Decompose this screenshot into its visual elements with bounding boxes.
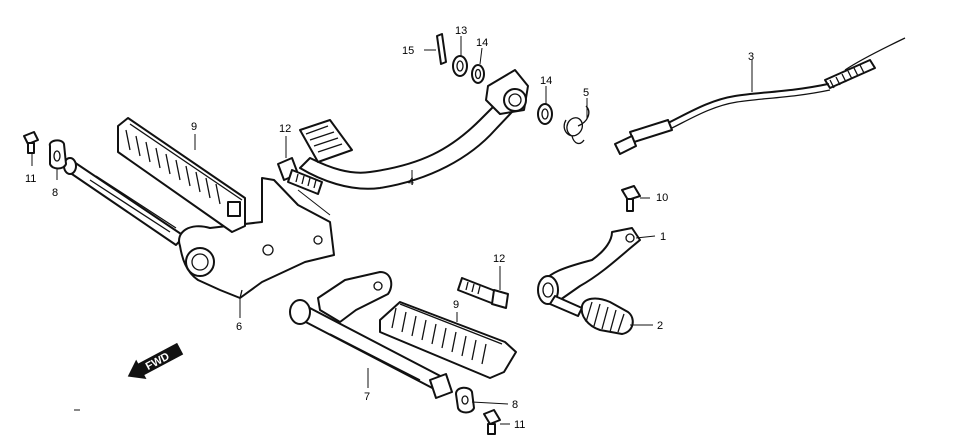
callout-8-lower: 8 xyxy=(512,399,518,411)
callout-13: 13 xyxy=(455,25,467,37)
bolt-part-11-upper[interactable] xyxy=(23,131,39,154)
cotter-pin-part-15[interactable] xyxy=(436,33,447,65)
shift-arm-part-1[interactable] xyxy=(537,227,641,317)
callout-10: 10 xyxy=(656,192,668,204)
callout-11-upper: 11 xyxy=(25,173,36,185)
washer-part-14-upper[interactable] xyxy=(471,64,485,84)
callout-2: 2 xyxy=(657,320,663,332)
washer-part-14-lower[interactable] xyxy=(537,103,553,125)
step-holder-part-7[interactable] xyxy=(289,271,453,399)
fwd-arrow-icon: FWD xyxy=(127,342,184,379)
callout-8-upper: 8 xyxy=(52,187,58,199)
step-rubber-part-9-upper[interactable] xyxy=(117,117,246,233)
shift-rubber-part-2[interactable] xyxy=(580,297,634,335)
washer-part-13[interactable] xyxy=(452,55,468,77)
bolt-part-11-lower[interactable] xyxy=(483,409,501,435)
bolt-part-10[interactable] xyxy=(621,185,641,212)
callout-15: 15 xyxy=(402,45,414,57)
bolt-part-12-lower[interactable] xyxy=(457,277,509,309)
callout-5: 5 xyxy=(583,87,589,99)
callout-1: 1 xyxy=(660,231,666,243)
bolt-part-12-upper[interactable] xyxy=(277,157,323,195)
cable-part-3[interactable] xyxy=(614,37,906,155)
callout-6: 6 xyxy=(236,321,242,333)
callout-14-upper: 14 xyxy=(476,37,488,49)
callout-9-lower: 9 xyxy=(453,299,459,311)
callout-4: 4 xyxy=(408,176,414,188)
plate-part-8-upper[interactable] xyxy=(48,139,67,170)
plate-part-8-lower[interactable] xyxy=(455,386,475,414)
callout-11-lower: 11 xyxy=(514,419,525,431)
leader-lines xyxy=(31,36,753,425)
callout-12-upper: 12 xyxy=(279,123,291,135)
step-rubber-part-9-lower[interactable] xyxy=(379,301,517,379)
step-holder-part-6[interactable] xyxy=(63,157,335,299)
callout-14-lower: 14 xyxy=(540,75,552,87)
callout-9-upper: 9 xyxy=(191,121,197,133)
callout-12-lower: 12 xyxy=(493,253,505,265)
return-spring-part-5[interactable] xyxy=(563,105,590,145)
brake-pedal-part-4[interactable] xyxy=(299,69,529,190)
callout-7: 7 xyxy=(364,391,370,403)
fwd-label: FWD xyxy=(144,350,172,372)
callout-3: 3 xyxy=(748,51,754,63)
